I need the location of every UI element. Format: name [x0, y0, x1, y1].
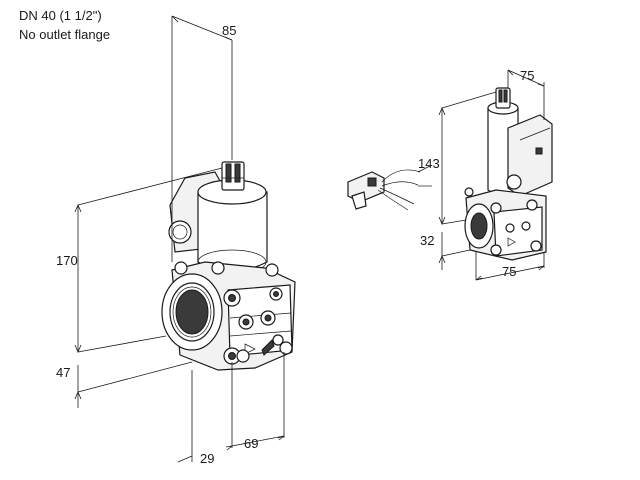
dim-main-axis: 47: [56, 365, 70, 380]
dim-main-width: 85: [222, 23, 236, 38]
dim-small-width-top: 75: [520, 68, 534, 83]
small-dimension-lines: [438, 69, 545, 281]
dim-small-width-bottom: 75: [502, 264, 516, 279]
connector-plug-illustration: [347, 165, 432, 211]
main-valve-illustration: [161, 161, 296, 371]
dim-main-height: 170: [56, 253, 78, 268]
dim-main-depth-b: 69: [244, 436, 258, 451]
dim-small-height: 143: [418, 156, 440, 171]
drawing-title: DN 40 (1 1/2"): [19, 8, 102, 23]
dim-main-depth-a: 29: [200, 451, 214, 466]
dim-small-axis: 32: [420, 233, 434, 248]
small-valve-illustration: [464, 87, 553, 261]
main-dimension-lines: [74, 15, 285, 463]
drawing-subtitle: No outlet flange: [19, 27, 111, 42]
